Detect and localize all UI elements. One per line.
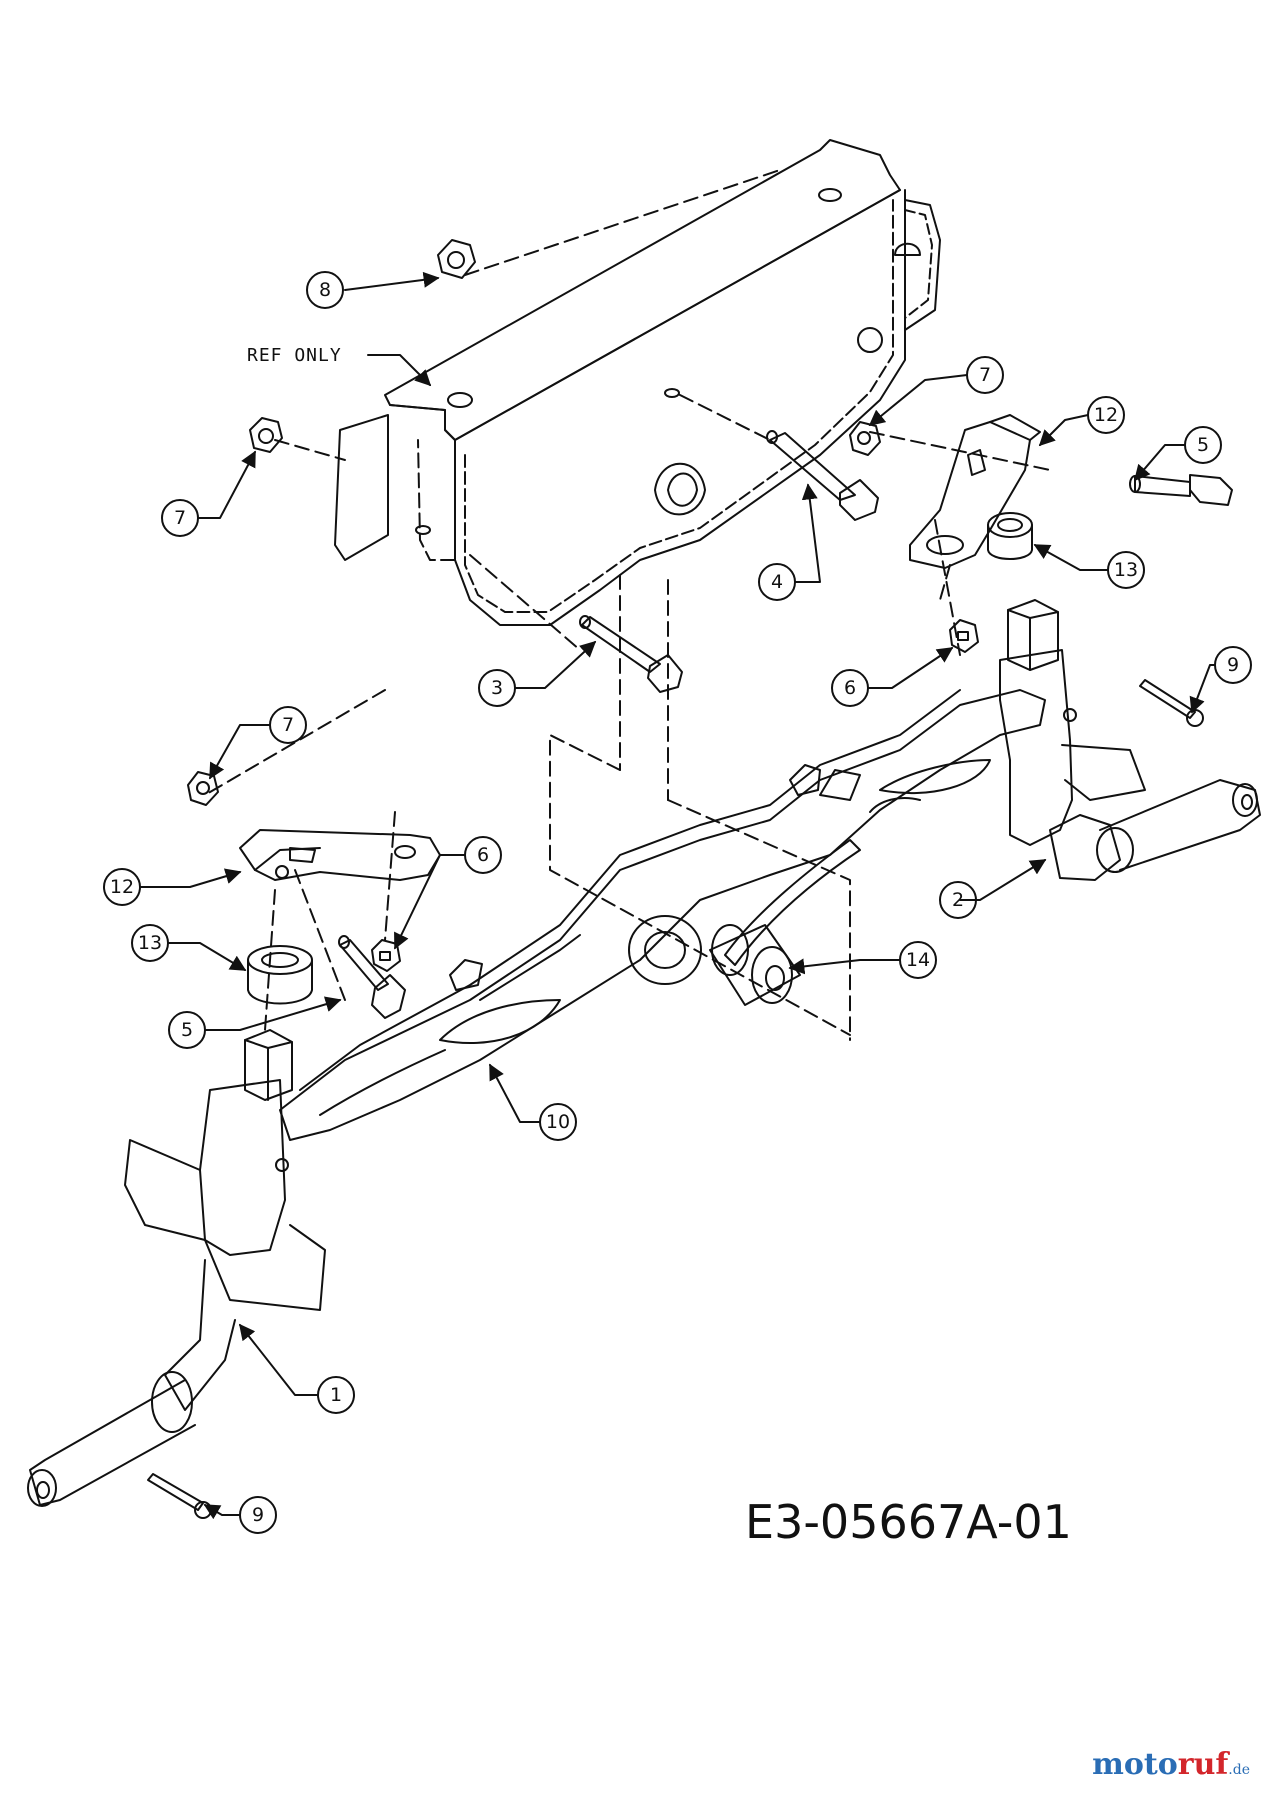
watermark-brand: motoruf — [1092, 1747, 1228, 1782]
assembly-lines — [204, 169, 1051, 1041]
callout-5: 5 — [181, 1019, 193, 1041]
leader-lines — [139, 271, 1216, 1520]
callout-13: 13 — [138, 932, 162, 954]
callout-2: 2 — [952, 889, 964, 911]
callout-14: 14 — [906, 949, 930, 971]
frame-bracket — [334, 139, 941, 626]
callout-8: 8 — [319, 279, 331, 301]
callout-circles — [103, 271, 1252, 1534]
drawing-number: E3-05667A-01 — [745, 1495, 1072, 1549]
ref-only-label: REF ONLY — [247, 345, 342, 366]
bushing-13-lower — [247, 945, 313, 1005]
callout-7: 7 — [282, 714, 294, 736]
cotter-pin-9-left — [147, 1473, 212, 1519]
flange-nut-7-upper-left — [249, 417, 283, 453]
callout-6: 6 — [477, 844, 489, 866]
callout-9: 9 — [1227, 654, 1239, 676]
flange-nut-7-lower-left — [187, 771, 219, 806]
callout-7: 7 — [174, 507, 186, 529]
watermark-brand-part: moto — [1092, 1747, 1178, 1782]
callout-1: 1 — [330, 1384, 342, 1406]
callout-12: 12 — [110, 876, 134, 898]
callout-13: 13 — [1114, 559, 1138, 581]
spindle-2-right — [999, 599, 1261, 881]
bolt-4 — [766, 430, 879, 521]
callout-3: 3 — [491, 677, 503, 699]
cotter-pin-9-right — [1139, 679, 1204, 727]
watermark-suffix: .de — [1228, 1762, 1250, 1778]
bolt-5-upper — [1129, 474, 1233, 506]
flange-nut-7-upper-right — [849, 421, 881, 456]
callout-4: 4 — [771, 571, 783, 593]
callout-12: 12 — [1094, 404, 1118, 426]
callout-6: 6 — [844, 677, 856, 699]
callout-7: 7 — [979, 364, 991, 386]
spacer-14 — [709, 924, 801, 1006]
spindle-1-left — [27, 1029, 326, 1507]
hex-nut-6-right — [949, 619, 979, 653]
bushing-13-upper — [987, 512, 1033, 560]
watermark-brand-part: ruf — [1177, 1747, 1229, 1782]
steering-arm-12-lower — [239, 829, 441, 881]
motoruf-watermark: motoruf.de — [1092, 1747, 1250, 1782]
front-axle-10 — [279, 689, 1046, 1141]
callout-10: 10 — [546, 1111, 570, 1133]
hex-nut-6-left — [371, 939, 401, 972]
bolt-3 — [579, 615, 683, 693]
callout-9: 9 — [252, 1504, 264, 1526]
steering-arm-12-upper — [909, 414, 1041, 569]
flange-nut-8 — [437, 239, 476, 279]
callout-5: 5 — [1197, 434, 1209, 456]
bolt-5-lower — [338, 935, 406, 1019]
